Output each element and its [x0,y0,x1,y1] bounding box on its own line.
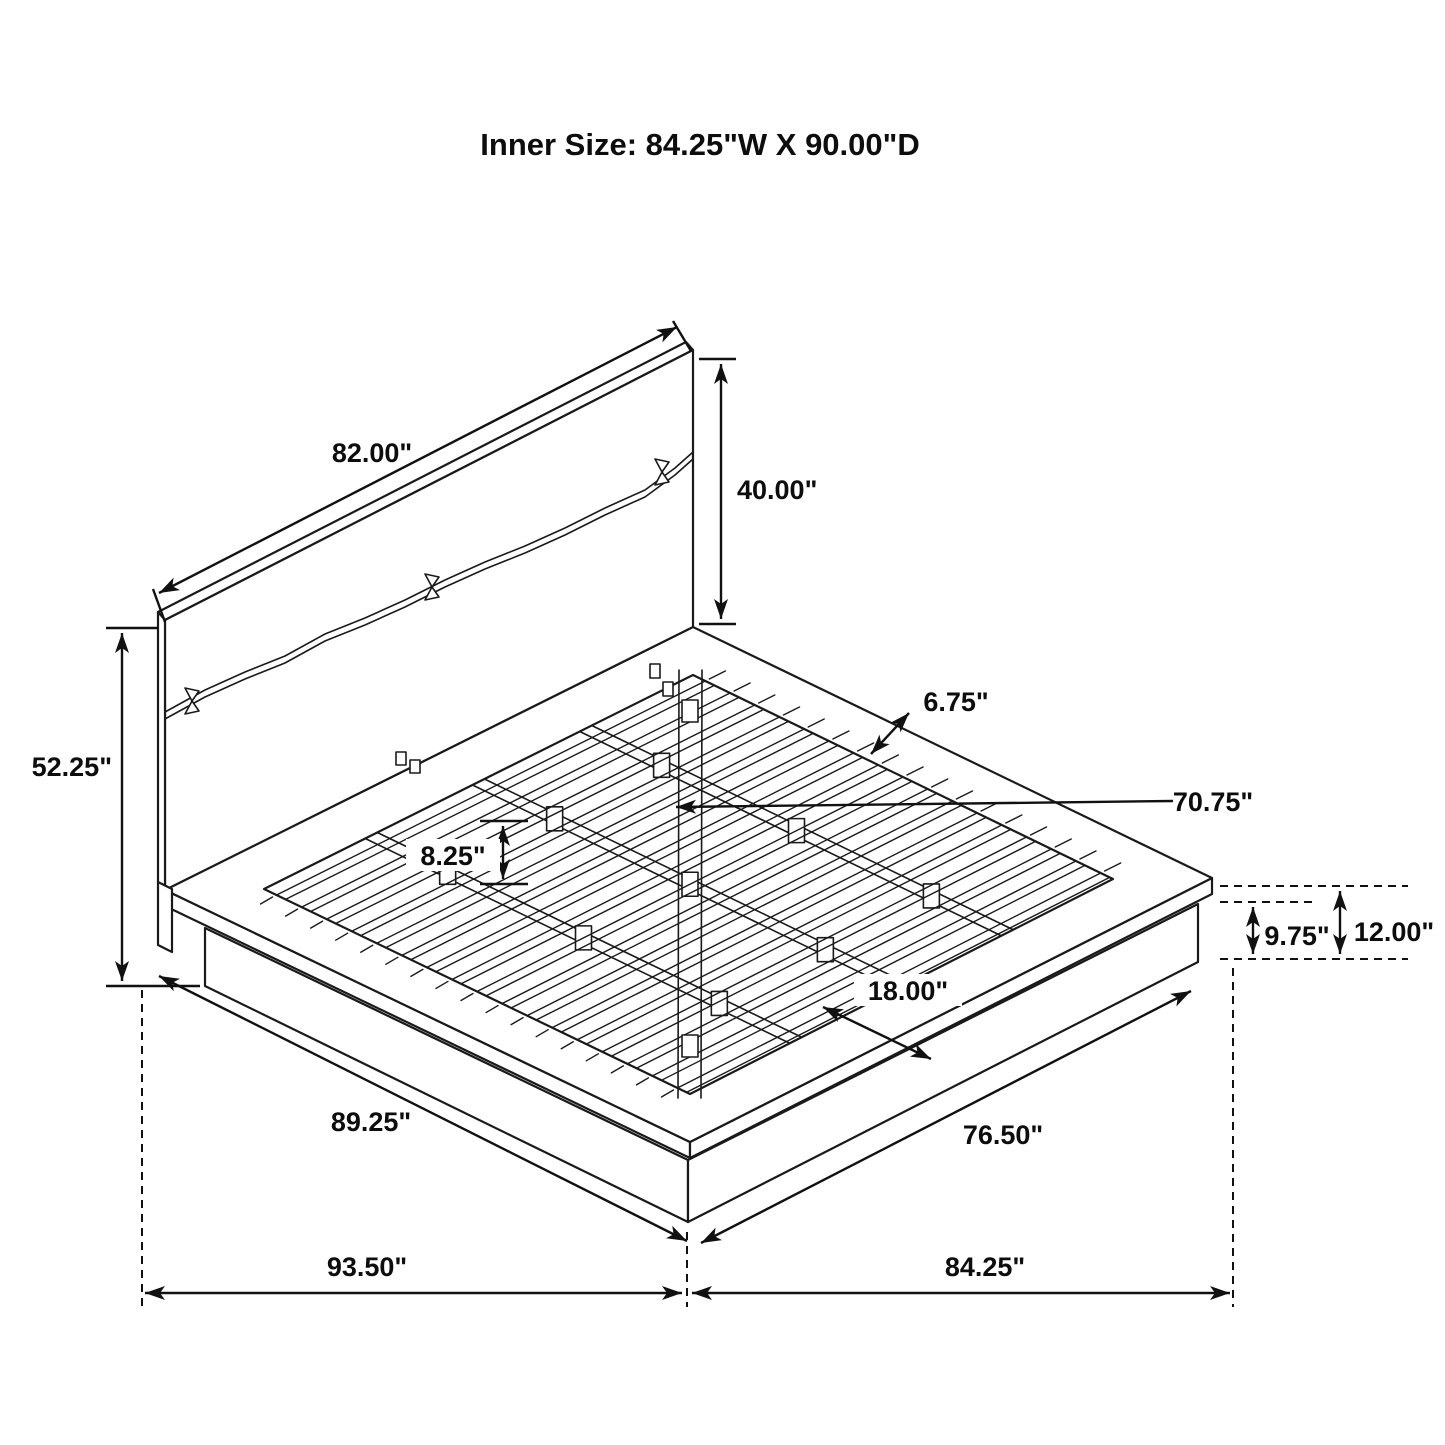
dimension-headboard-width: 82.00" [151,320,693,623]
dimension-total-side-height: 12.00" [1220,885,1434,960]
dim-label-headboard-floor-height: 52.25" [32,752,112,782]
headboard-left-edge [156,610,167,892]
dimension-foot-rail-width: 76.50" [700,989,1192,1245]
dim-label-side-rail-length: 89.25" [331,1107,411,1137]
dimension-slat-inset: 6.75" [870,685,999,755]
headboard-left-leg [156,880,174,954]
dimension-overall-width: 84.25" [692,968,1234,1307]
dim-label-foot-clearance: 18.00" [868,976,948,1006]
dimension-base-side-height: 9.75" [1220,901,1330,954]
dim-label-total-side-height: 12.00" [1354,917,1434,947]
dim-label-deck-height: 8.25" [420,841,485,871]
dim-label-overall-width: 84.25" [945,1252,1025,1282]
dim-label-overall-depth: 93.50" [327,1252,407,1282]
dimension-side-rail-length: 89.25" [158,974,688,1243]
dim-label-slat-inset: 6.75" [923,687,988,717]
headboard-bracket [409,759,421,774]
dim-label-foot-rail-width: 76.50" [963,1120,1043,1150]
dim-label-headboard-width: 82.00" [332,438,412,468]
headboard-bracket [395,751,407,766]
dimension-deck-height: 8.25" [406,819,528,886]
dimension-headboard-floor-height: 52.25" [32,626,200,988]
dim-label-base-side-height: 9.75" [1264,921,1329,951]
diagram-title: Inner Size: 84.25"W X 90.00"D [480,127,919,162]
dim-label-headboard-height: 40.00" [737,475,817,505]
dim-label-slat-length: 70.75" [1173,787,1253,817]
dimension-overall-depth: 93.50" [141,990,688,1307]
dimension-slat-length: 70.75" [675,787,1253,817]
dimension-headboard-height: 40.00" [699,357,817,626]
